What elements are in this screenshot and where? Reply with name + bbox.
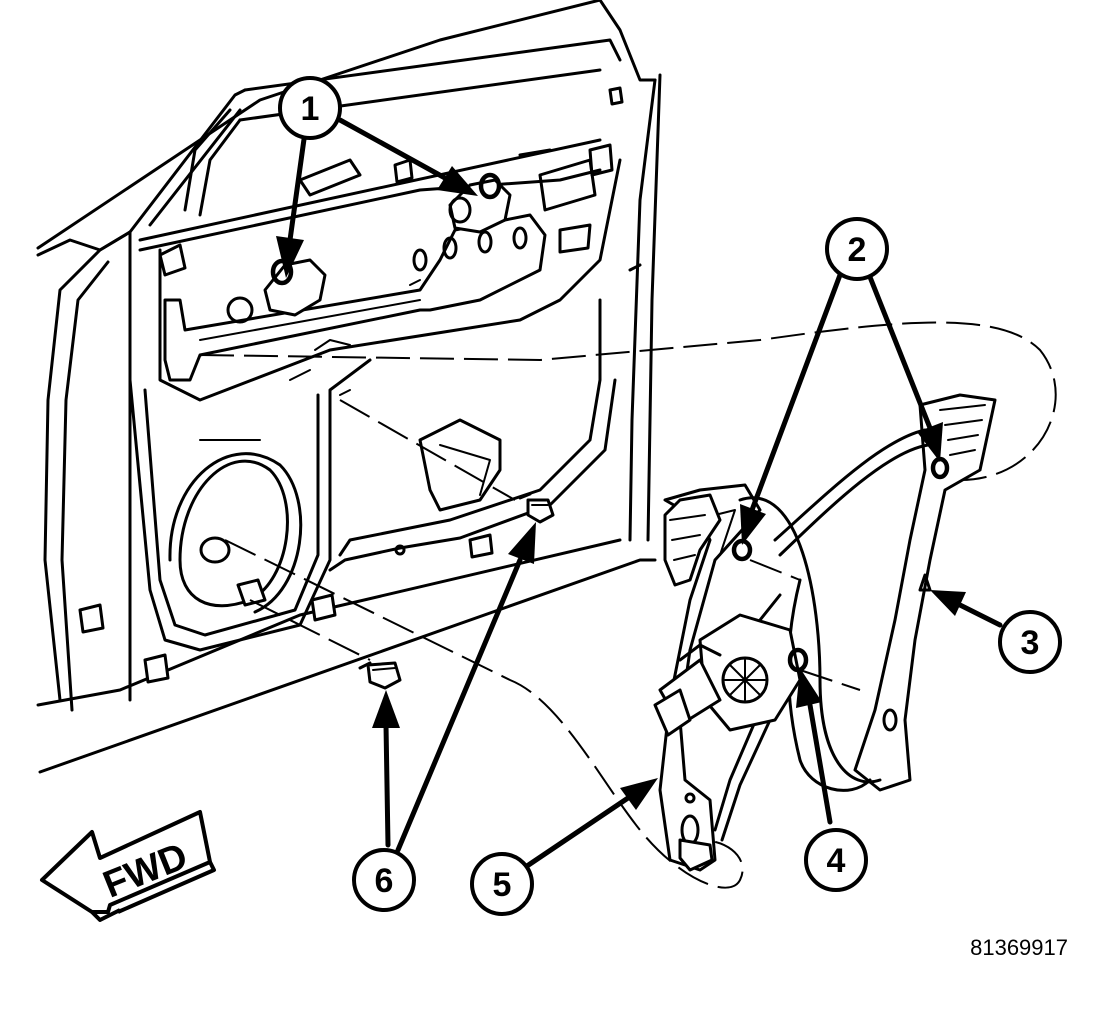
callout-4: 4 (804, 828, 868, 892)
callout-1-label: 1 (301, 90, 320, 128)
leader-arrows (276, 117, 1003, 869)
callout-5: 5 (470, 852, 534, 916)
callout-3: 3 (998, 610, 1062, 674)
door-bolt-upper (518, 492, 555, 524)
callout-2-label: 2 (848, 231, 867, 269)
figure-number: 81369917 (970, 935, 1068, 960)
callout-3-label: 3 (1021, 624, 1040, 662)
callout-6: 6 (352, 848, 416, 912)
callout-4-label: 4 (827, 842, 846, 880)
callout-2: 2 (825, 217, 889, 281)
callout-5-label: 5 (493, 866, 512, 904)
door-bolt-lower (358, 661, 402, 690)
callout-1: 1 (278, 76, 342, 140)
forward-direction-arrow: FWD (40, 810, 216, 922)
window-regulator (653, 393, 997, 872)
alignment-lines (199, 321, 1057, 889)
door-inner-panel (36, 0, 662, 774)
callout-6-label: 6 (375, 862, 394, 900)
